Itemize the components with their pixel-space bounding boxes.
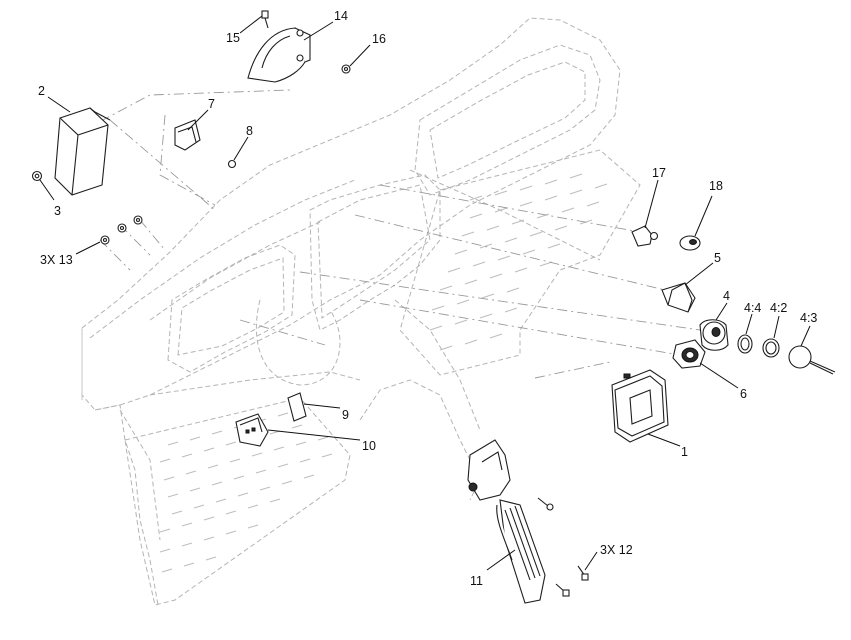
floor-plate-left (124, 397, 351, 606)
nuts-part-13 (100, 215, 143, 245)
callout-3x13: 3X 13 (40, 253, 73, 267)
display-module-part-1 (611, 369, 669, 443)
port-part-6 (672, 339, 706, 369)
floor-plate-right (399, 149, 641, 376)
callout-4-4: 4:4 (744, 301, 761, 315)
bracket-part-7 (174, 119, 201, 151)
callout-5: 5 (714, 251, 721, 265)
plug-part-4-3 (788, 345, 836, 375)
callout-7: 7 (208, 97, 215, 111)
nut-part-3 (31, 170, 43, 182)
callout-18: 18 (709, 179, 723, 193)
callout-4-3: 4:3 (800, 311, 817, 325)
nut-part-16 (341, 64, 351, 74)
callout-labels: 15 14 16 2 3 7 8 3X 13 17 18 5 4 4:4 4:2… (38, 9, 817, 588)
leader-lines (39, 15, 811, 571)
callout-2: 2 (38, 84, 45, 98)
horn-part-14 (247, 27, 311, 83)
nut-part-8 (227, 159, 237, 169)
nut-part-4-2 (762, 338, 780, 358)
outlet-part-4 (699, 319, 729, 351)
ring-part-4-4 (737, 334, 753, 354)
assembly-lines (64, 89, 701, 379)
dashboard-outline (81, 17, 621, 606)
callout-9: 9 (342, 408, 349, 422)
callout-10: 10 (362, 439, 376, 453)
callout-16: 16 (372, 32, 386, 46)
callout-15: 15 (226, 31, 240, 45)
callout-3: 3 (54, 204, 61, 218)
rocker-switch-part-5 (661, 282, 696, 313)
callout-4-2: 4:2 (770, 301, 787, 315)
cap-part-18 (679, 235, 701, 251)
bolts-part-12 (555, 565, 589, 597)
pedal-assembly-part-11 (467, 439, 554, 604)
bolt-part-15 (261, 10, 269, 29)
relay-box-part-2 (54, 107, 111, 196)
callout-1: 1 (681, 445, 688, 459)
callout-3x12: 3X 12 (600, 543, 633, 557)
connector-part-10 (235, 413, 269, 447)
switch-part-17 (631, 225, 659, 247)
callout-11: 11 (470, 574, 483, 588)
callout-6: 6 (740, 387, 747, 401)
callout-4: 4 (723, 289, 730, 303)
callout-14: 14 (334, 9, 348, 23)
callout-8: 8 (246, 124, 253, 138)
switch-part-9 (287, 392, 307, 422)
callout-17: 17 (652, 166, 666, 180)
